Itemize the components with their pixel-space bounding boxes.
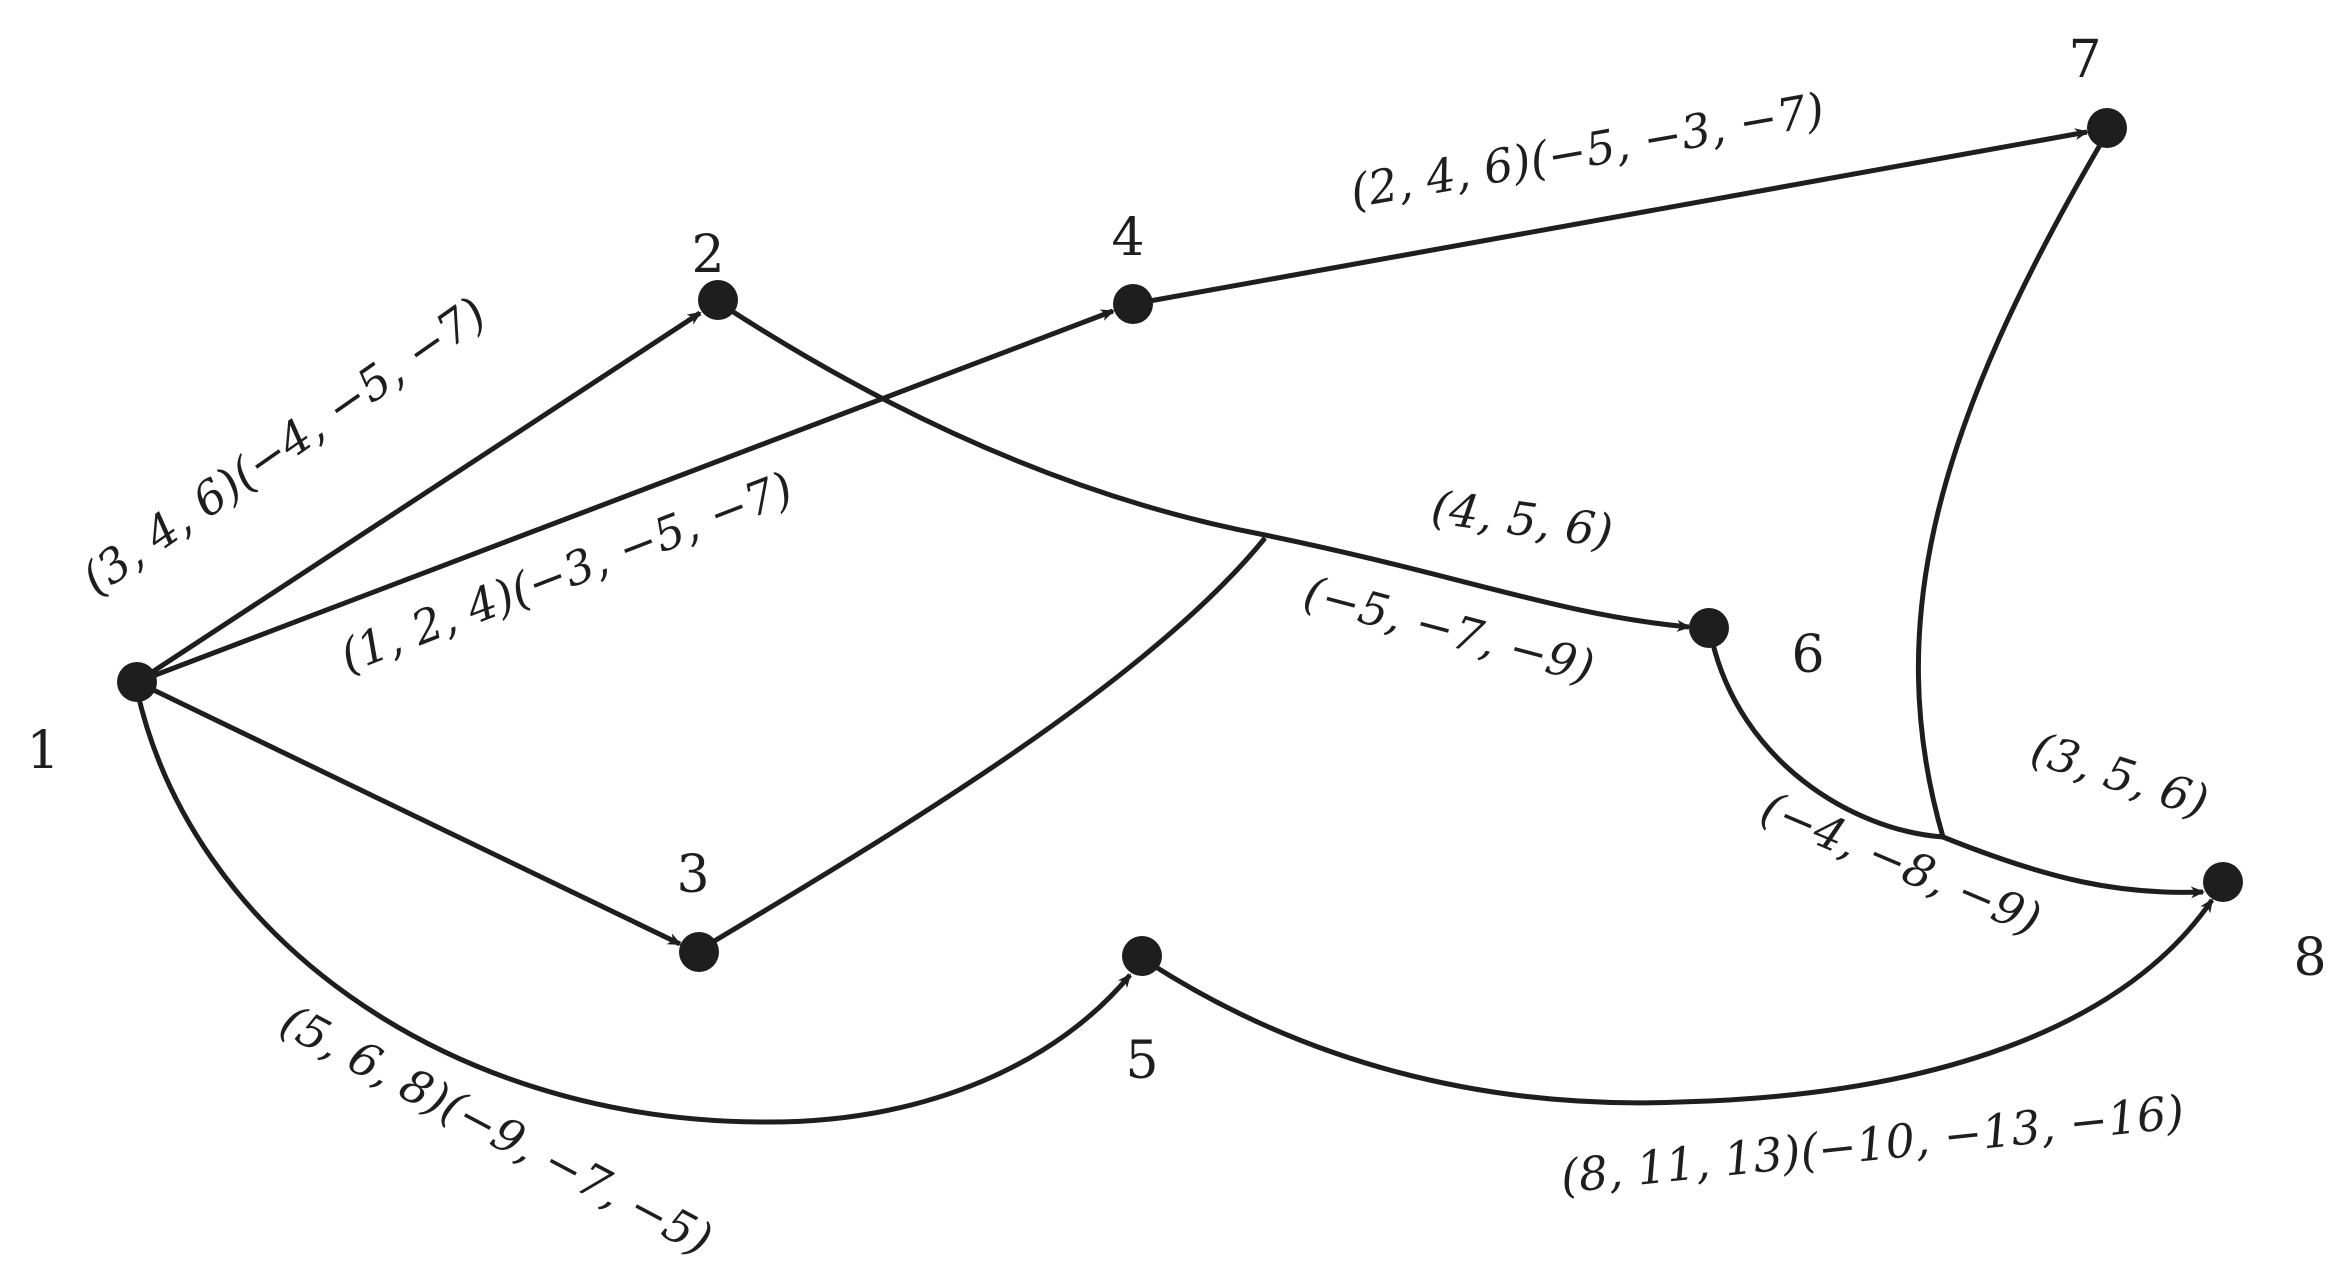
node-3 — [679, 932, 719, 972]
edge-label-1-4: (1, 2, 4)(−3, −5, −7) — [333, 461, 800, 683]
edge-4-7 — [1132, 128, 2089, 307]
edge-2-6 — [722, 303, 1691, 632]
edge-1-5 — [134, 689, 1132, 1125]
edge-label-2-6: (4, 5, 6) — [1428, 480, 1616, 559]
node-labels: 1 2 3 4 5 6 7 8 — [26, 30, 2326, 1091]
edge-label-3-6: (−5, −7, −9) — [1298, 565, 1600, 694]
node-6 — [1689, 608, 1729, 648]
edge-1-4 — [136, 308, 1115, 685]
node-4 — [1113, 284, 1153, 324]
edge-label-1-2: (3, 4, 6)(−4, −5, −7) — [72, 286, 496, 606]
edge-1-2 — [135, 310, 702, 685]
node-7 — [2087, 108, 2127, 148]
edge-7-8 — [1915, 143, 2103, 838]
node-label-6: 6 — [1791, 625, 1824, 685]
edge-label-6-8: (3, 5, 6) — [2025, 721, 2215, 829]
edge-1-3 — [135, 679, 682, 947]
node-label-7: 7 — [2068, 30, 2101, 90]
node-label-1: 1 — [26, 721, 59, 781]
node-label-8: 8 — [2293, 928, 2326, 988]
node-label-3: 3 — [676, 845, 709, 905]
edge-5-8 — [1146, 898, 2215, 1106]
node-label-2: 2 — [691, 225, 724, 285]
node-5 — [1122, 936, 1162, 976]
edge-label-4-7: (2, 4, 6)(−5, −3, −7) — [1346, 82, 1828, 219]
node-label-4: 4 — [1111, 208, 1144, 268]
node-2 — [698, 280, 738, 320]
node-label-5: 5 — [1125, 1031, 1158, 1091]
edges — [134, 128, 2215, 1125]
nodes — [117, 108, 2243, 976]
edge-label-7-8: (−4, −8, −9) — [1754, 780, 2049, 946]
edge-label-1-5: (5, 6, 8)(−9, −7, −5) — [272, 993, 721, 1266]
node-8 — [2203, 862, 2243, 902]
node-1 — [117, 662, 157, 702]
edge-3-6 — [704, 536, 1267, 949]
